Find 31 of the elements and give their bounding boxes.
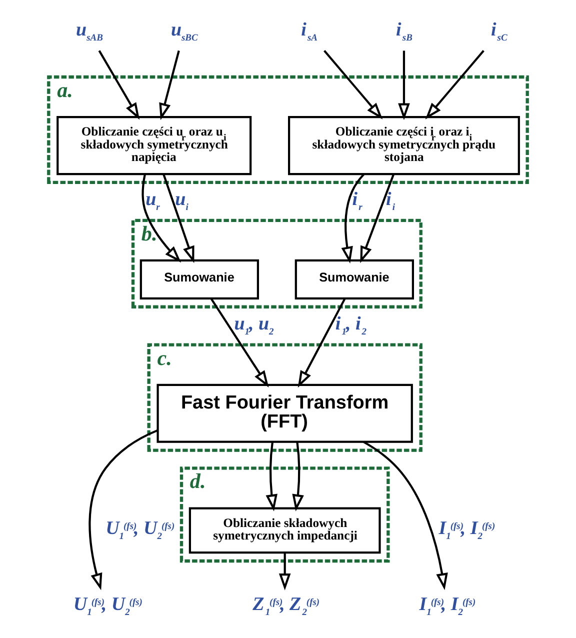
- edge-label: u$_{1}$, u$_{2}$: [234, 313, 274, 338]
- arrow: [362, 440, 448, 590]
- arrow: [278, 552, 291, 590]
- node-box: Sumowanie: [140, 259, 259, 300]
- node-box: Obliczanie części i$_{r}$ oraz i$_{i}$ składowych symetrycznych prądu stojana: [288, 116, 520, 176]
- node-box: Obliczanie składowych symetrycznych impedancji: [188, 507, 381, 554]
- edge-label: i$_{r}$: [352, 189, 362, 214]
- arrow: [398, 50, 410, 120]
- node-text: i$_{sC}$: [490, 19, 508, 44]
- arrow: [142, 174, 182, 263]
- arrow: [210, 298, 269, 388]
- arrow: [324, 50, 383, 120]
- edge-label: i$_{1}$, i$_{2}$: [335, 313, 367, 338]
- arrow: [98, 50, 140, 120]
- node-box: Fast Fourier Transform (FFT): [156, 384, 413, 443]
- arrow: [360, 174, 395, 264]
- edge-label: i$_{i}$: [386, 189, 396, 214]
- edge-label: u$_{i}$: [175, 189, 188, 214]
- node-text: u$_{sBC}$: [170, 19, 198, 44]
- arrow: [341, 174, 364, 264]
- arrow: [159, 50, 180, 120]
- arrow: [298, 298, 346, 388]
- node-text: u$_{sAB}$: [76, 19, 103, 44]
- arrow: [88, 429, 158, 590]
- edge-label: u$_{r}$: [146, 189, 160, 214]
- node-text: i$_{sA}$: [301, 19, 318, 44]
- arrow: [425, 50, 484, 120]
- arrow: [162, 174, 194, 264]
- node-text: i$_{sB}$: [396, 19, 412, 44]
- node-box: Sumowanie: [294, 259, 414, 300]
- node-box: Obliczanie części u$_{r}$ oraz u$_{i}$ składowych symetrycznych napięcia: [56, 116, 252, 176]
